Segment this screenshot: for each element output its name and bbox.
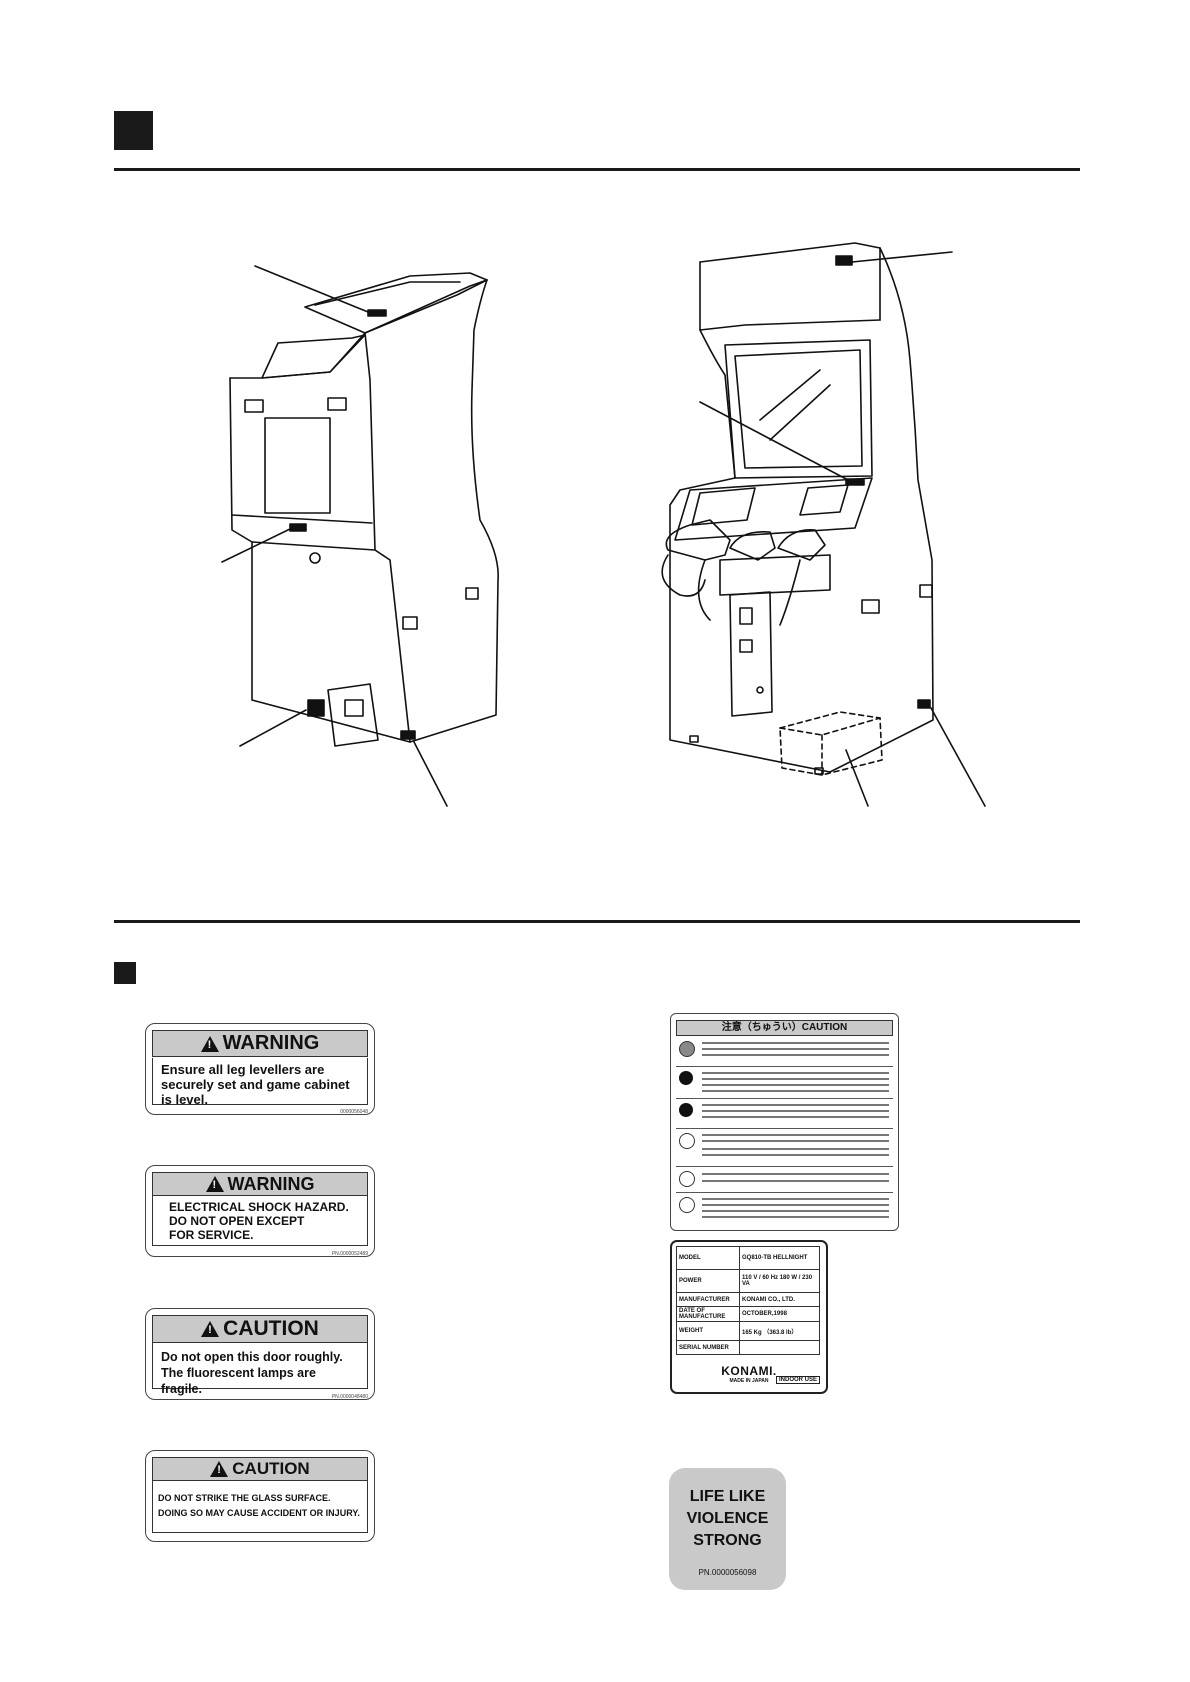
caution-line: Do not open this door roughly. — [161, 1350, 343, 1364]
rating-line: VIOLENCE — [686, 1510, 769, 1527]
prohibited-icon — [679, 1171, 695, 1187]
plate-value — [739, 1340, 820, 1355]
rating-line: LIFE LIKE — [689, 1488, 766, 1505]
front-cabinet-drawing — [661, 242, 986, 807]
caution-line: DO NOT STRIKE THE GLASS SURFACE. — [158, 1493, 331, 1503]
plate-value: KONAMI CO., LTD. — [739, 1292, 820, 1307]
table-row: WEIGHT 165 Kg （363.8 lb） — [676, 1321, 820, 1341]
caution-sheet-title: 注意（ちゅうい）CAUTION — [676, 1020, 893, 1036]
warning-triangle-icon — [205, 1176, 224, 1192]
table-row: DATE OF MANUFACTURE OCTOBER,1998 — [676, 1306, 820, 1322]
prohibited-icon — [679, 1133, 695, 1149]
warning-header: WARNING — [152, 1172, 368, 1196]
caution-body: Do not open this door roughly. The fluor… — [152, 1343, 368, 1396]
konami-logo: KONAMI. — [721, 1364, 777, 1378]
warning-line: ELECTRICAL SHOCK HAZARD. — [169, 1200, 349, 1214]
caution-item — [676, 1130, 893, 1167]
warning-line: DO NOT OPEN EXCEPT — [169, 1214, 305, 1228]
leg-leveller-warning-label: WARNING Ensure all leg levellers are sec… — [145, 1023, 375, 1115]
glass-caution-label: CAUTION DO NOT STRIKE THE GLASS SURFACE.… — [145, 1450, 375, 1542]
plate-value: 110 V / 60 Hz 180 W / 230 VA — [739, 1269, 820, 1293]
warning-line: Ensure all leg levellers are — [161, 1062, 325, 1077]
table-row: POWER 110 V / 60 Hz 180 W / 230 VA — [676, 1269, 820, 1293]
plate-label: WEIGHT — [676, 1321, 740, 1341]
prohibited-icon — [679, 1197, 695, 1213]
plate-label: POWER — [676, 1269, 740, 1293]
warning-line: securely set and game cabinet — [161, 1077, 350, 1092]
top-rule — [114, 168, 1080, 171]
caution-item — [676, 1100, 893, 1129]
part-number: 0000056048 — [340, 1109, 368, 1115]
caution-triangle-icon — [210, 1461, 229, 1477]
caution-triangle-icon — [201, 1321, 220, 1337]
table-row: MODEL GQ810-TB HELLNIGHT — [676, 1246, 820, 1270]
caution-instruction-sheet: 注意（ちゅうい）CAUTION — [670, 1013, 899, 1231]
violence-rating-sticker: LIFE LIKE VIOLENCE STRONG PN.0000056098 — [669, 1468, 786, 1590]
part-number: PN.0000048480 — [331, 1394, 368, 1400]
door-caution-label: CAUTION Do not open this door roughly. T… — [145, 1308, 375, 1400]
disassembly-prohibited-icon — [679, 1041, 695, 1057]
plate-label: MODEL — [676, 1246, 740, 1270]
rating-line: STRONG — [693, 1532, 762, 1549]
mandatory-action-icon — [679, 1071, 693, 1085]
plate-value: 165 Kg （363.8 lb） — [739, 1321, 820, 1341]
caution-item — [676, 1038, 893, 1067]
plate-label: MANUFACTURER — [676, 1292, 740, 1307]
warning-body: ELECTRICAL SHOCK HAZARD. DO NOT OPEN EXC… — [152, 1196, 368, 1246]
caution-header-text: CAUTION — [232, 1459, 310, 1478]
warning-header: WARNING — [152, 1030, 368, 1057]
shock-hazard-warning-label: WARNING ELECTRICAL SHOCK HAZARD. DO NOT … — [145, 1165, 375, 1257]
table-row: SERIAL NUMBER — [676, 1340, 820, 1355]
warning-header-text: WARNING — [227, 1173, 315, 1194]
plate-value: OCTOBER,1998 — [739, 1306, 820, 1322]
caution-line: The fluorescent lamps are fragile. — [161, 1366, 316, 1396]
warning-line: is level. — [161, 1092, 208, 1107]
mandatory-action-icon — [679, 1103, 693, 1117]
rear-cabinet-drawing — [221, 265, 499, 807]
caution-item — [676, 1068, 893, 1099]
section-marker-top — [114, 111, 153, 150]
part-number: PN.0000052489 — [331, 1251, 368, 1257]
model-plate-table: MODEL GQ810-TB HELLNIGHT POWER 110 V / 6… — [676, 1246, 820, 1355]
middle-rule — [114, 920, 1080, 923]
caution-line: DOING SO MAY CAUSE ACCIDENT OR INJURY. — [158, 1508, 360, 1518]
caution-header-text: CAUTION — [223, 1317, 319, 1340]
table-row: MANUFACTURER KONAMI CO., LTD. — [676, 1292, 820, 1307]
caution-header: CAUTION — [152, 1457, 368, 1481]
warning-line: FOR SERVICE. — [169, 1228, 254, 1242]
plate-label: SERIAL NUMBER — [676, 1340, 740, 1355]
section-marker-bottom — [114, 962, 136, 984]
plate-label: DATE OF MANUFACTURE — [676, 1306, 740, 1322]
indoor-use-box: INDOOR USE — [775, 1376, 820, 1384]
model-rating-plate: MODEL GQ810-TB HELLNIGHT POWER 110 V / 6… — [670, 1240, 828, 1394]
caution-item — [676, 1194, 893, 1220]
plate-value: GQ810-TB HELLNIGHT — [739, 1246, 820, 1270]
rating-part-number: PN.0000056098 — [698, 1568, 757, 1577]
cabinet-illustrations — [221, 242, 986, 807]
caution-item — [676, 1168, 893, 1193]
made-in-text: MADE IN JAPAN — [729, 1378, 769, 1384]
caution-header: CAUTION — [152, 1315, 368, 1343]
caution-body: DO NOT STRIKE THE GLASS SURFACE. DOING S… — [152, 1481, 368, 1533]
warning-triangle-icon — [200, 1035, 219, 1052]
warning-header-text: WARNING — [222, 1032, 320, 1054]
warning-body: Ensure all leg levellers are securely se… — [152, 1058, 368, 1107]
